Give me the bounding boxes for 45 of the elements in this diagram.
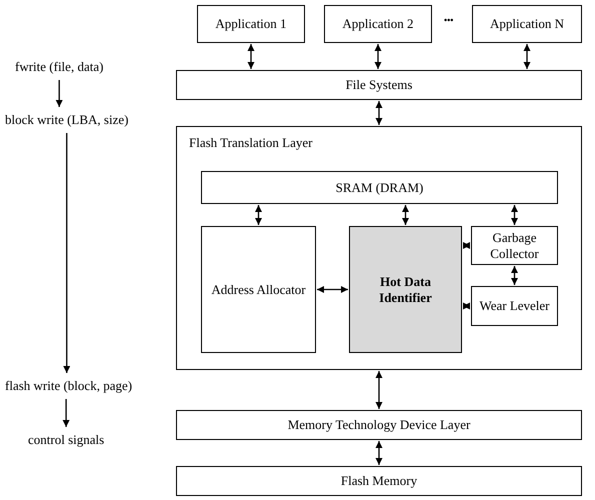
arrow [463,242,470,249]
layer-box [472,5,582,43]
arrow [463,302,470,310]
step-label: control signals [28,432,104,448]
box-label: Address Allocator [210,282,307,298]
box-label: Flash Memory [340,473,418,489]
layer-box [176,466,582,496]
arrow [376,371,382,409]
box-label: Application N [488,16,565,32]
module-box [201,171,558,204]
layer-box [176,70,582,100]
arrow [376,441,382,465]
arrow [374,44,382,69]
module-box [349,226,462,353]
box-label: Memory Technology Device Layer [286,417,472,433]
arrow [511,266,518,285]
layer-box [197,5,305,43]
layer-box [176,126,582,370]
layer-box [324,5,432,43]
box-label: File Systems [344,77,414,93]
box-label: SRAM (DRAM) [334,180,424,196]
arrow [248,44,254,69]
box-label: Hot Data Identifier [378,274,433,306]
layer-heading: Flash Translation Layer [189,135,312,151]
arrow [376,101,382,125]
arrow [63,133,70,373]
module-box [471,226,558,265]
box-label: Wear Leveler [478,298,551,314]
arrow [56,80,63,107]
arrow [62,399,70,427]
box-label: Application 2 [341,16,415,32]
step-label: fwrite (file, data) [15,59,104,75]
step-label: block write (LBA, size) [5,112,128,128]
layer-box [176,410,582,440]
arrow [317,286,348,293]
box-label: Application 1 [214,16,288,32]
module-box [201,226,316,353]
arrow [511,205,518,225]
arrow [255,205,262,225]
step-label: flash write (block, page) [5,378,132,394]
box-label: Garbage Collector [489,230,540,262]
ellipsis-mark: ••• [444,15,454,25]
module-box [471,286,558,326]
arrow [524,44,530,69]
arrow [402,205,409,225]
